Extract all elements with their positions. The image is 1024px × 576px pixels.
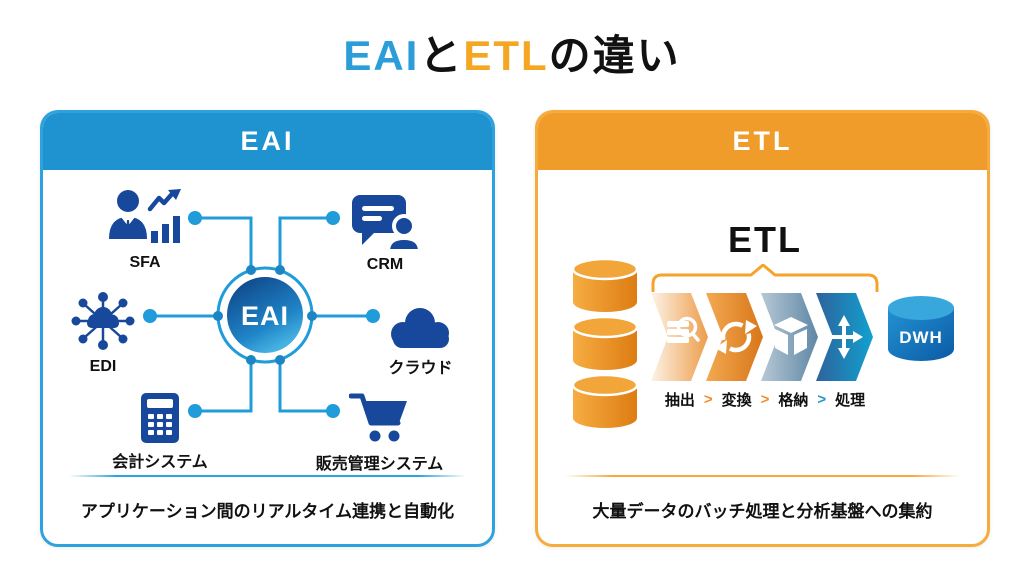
shopping-cart-icon [348, 393, 407, 442]
hub-ring-dots [213, 265, 317, 365]
connector-endpoint-dots [143, 211, 380, 418]
title-etl: ETL [463, 32, 549, 79]
eai-divider [69, 475, 466, 477]
eai-panel-header: EAI [43, 113, 492, 170]
eai-node-sales: 販売管理システム [311, 391, 448, 474]
step-load: 格納 [778, 392, 809, 409]
etl-panel: ETL ETL [535, 110, 990, 547]
title-connector: と [419, 32, 464, 79]
dwh-label: DWH [899, 328, 943, 347]
chat-person-icon [352, 195, 422, 251]
calculator-icon [141, 393, 179, 443]
eai-node-accounting: 会計システム [103, 393, 217, 472]
dwh-cylinder-icon: DWH [888, 296, 954, 361]
network-cloud-icon [71, 292, 135, 350]
eai-node-cloud: クラウド [373, 303, 468, 378]
step-extract: 抽出 [664, 392, 695, 409]
chevron-separator-icon: > [703, 391, 713, 408]
etl-step-labels: 抽出 > 変換 > 格納 > 処理 [643, 389, 887, 410]
etl-caption: 大量データのバッチ処理と分析基盤への集約 [592, 502, 933, 521]
chevron-separator-icon: > [760, 391, 770, 408]
title-eai: EAI [343, 32, 420, 79]
cloud-icon [390, 308, 449, 348]
step-process: 処理 [835, 392, 866, 409]
search-database-icon [667, 316, 700, 343]
transform-arrow [706, 293, 763, 381]
node-label-crm: CRM [366, 256, 404, 273]
eai-node-sfa: SFA [101, 187, 189, 272]
etl-process-arrows [651, 293, 873, 381]
etl-flow-title: ETL [728, 219, 802, 260]
eai-node-crm: CRM [341, 193, 429, 274]
businessman-chart-icon [109, 189, 181, 243]
branch-arrows-icon [830, 315, 863, 359]
title-suffix: の違い [548, 32, 681, 79]
etl-divider [564, 475, 961, 477]
eai-node-edi: EDI [63, 291, 143, 376]
eai-hub-diagram: EAI [143, 211, 380, 418]
eai-caption: アプリケーション間のリアルタイム連携と自動化 [80, 502, 455, 521]
etl-panel-header: ETL [538, 113, 987, 170]
package-icon [774, 317, 808, 355]
node-label-sfa: SFA [129, 254, 161, 271]
database-cylinder-icon [571, 258, 639, 312]
node-label-accounting: 会計システム [112, 454, 208, 471]
node-label-sales: 販売管理システム [315, 456, 444, 473]
database-cylinder-icon [571, 374, 639, 428]
chevron-separator-icon: > [817, 391, 827, 408]
eai-hub: EAI [216, 266, 314, 364]
node-label-edi: EDI [89, 358, 117, 375]
load-arrow [761, 293, 818, 381]
eai-panel: EAI [40, 110, 495, 547]
node-label-cloud: クラウド [388, 360, 453, 377]
step-transform: 変換 [721, 392, 752, 409]
connector-lines [150, 216, 373, 413]
etl-bracket [651, 264, 879, 292]
page-title: EAIとETLの違い [0, 22, 1024, 83]
database-cylinder-icon [571, 316, 639, 370]
eai-hub-label: EAI [241, 301, 289, 331]
